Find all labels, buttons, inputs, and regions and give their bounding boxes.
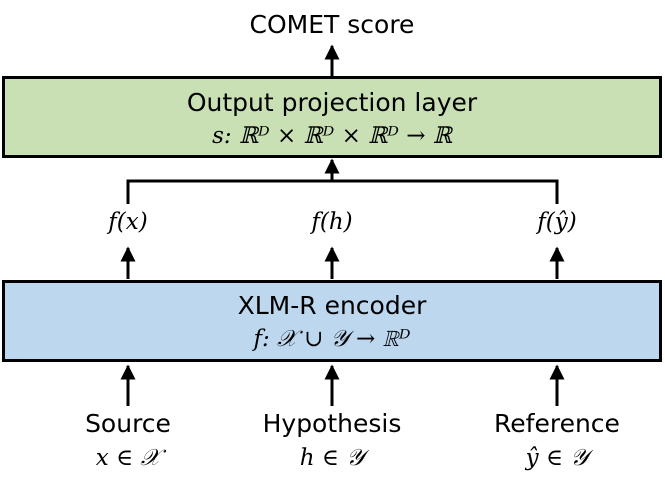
- input-reference-formula: ŷ ∈ 𝒴: [525, 445, 589, 471]
- xlmr-encoder-box: XLM-R encoder f: 𝒳 ∪ 𝒴 → ℝᴰ: [2, 280, 662, 362]
- output-projection-title: Output projection layer: [186, 88, 478, 117]
- embedding-hypothesis-label: f(h): [311, 209, 353, 235]
- input-source-formula: x ∈ 𝒳: [95, 445, 161, 471]
- input-hypothesis-formula: h ∈ 𝒴: [299, 445, 365, 471]
- output-projection-box: Output projection layer s: ℝᴰ × ℝᴰ × ℝᴰ …: [2, 76, 662, 158]
- input-source-name: Source: [85, 409, 171, 438]
- output-projection-formula: s: ℝᴰ × ℝᴰ × ℝᴰ → ℝ: [212, 123, 452, 149]
- input-reference-name: Reference: [494, 409, 620, 438]
- encoder-title: XLM-R encoder: [237, 291, 427, 320]
- input-hypothesis-name: Hypothesis: [262, 409, 402, 438]
- encoder-formula: f: 𝒳 ∪ 𝒴 → ℝᴰ: [253, 326, 411, 352]
- embedding-source-label: f(x): [108, 209, 148, 235]
- embedding-reference-label: f(ŷ): [537, 209, 577, 235]
- combining-bracket: [126, 179, 559, 204]
- comet-score-label: COMET score: [249, 10, 415, 39]
